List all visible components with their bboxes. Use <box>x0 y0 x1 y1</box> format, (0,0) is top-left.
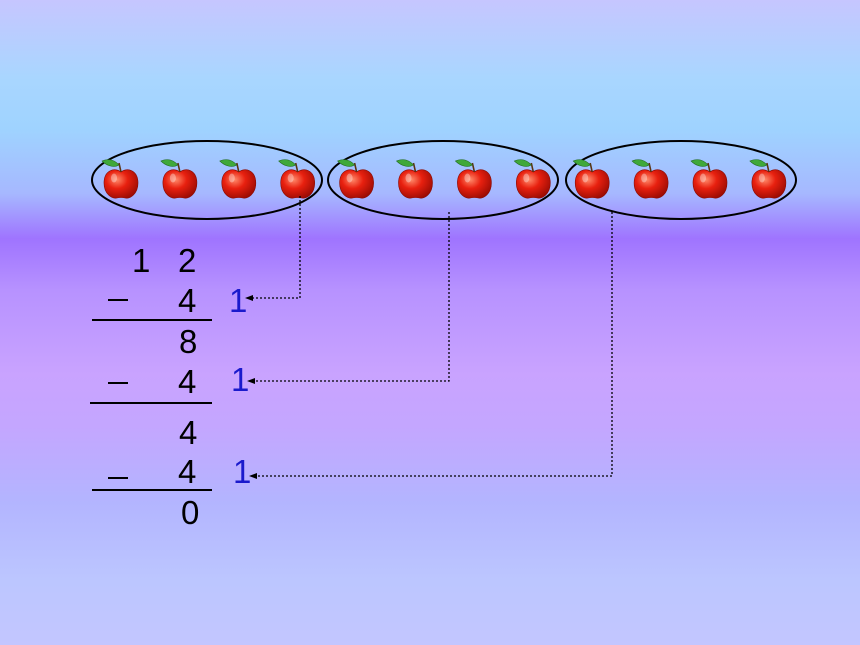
apple-icon <box>631 159 669 199</box>
step2-count: 1 <box>231 361 250 398</box>
apple-icon <box>454 159 492 199</box>
dividend-ones-digit: 2 <box>178 242 197 279</box>
connectors <box>252 196 613 477</box>
arrowhead <box>249 473 257 479</box>
apple-icon <box>513 159 551 199</box>
step1-rule <box>92 319 212 321</box>
apple-icon <box>749 159 787 199</box>
connector-line <box>256 212 613 477</box>
connector-line <box>254 212 450 382</box>
step1-subtrahend: 4 <box>178 282 197 319</box>
apple-icon <box>160 159 198 199</box>
step1-remainder: 8 <box>179 323 198 360</box>
apple-icon <box>395 159 433 199</box>
apple-icon <box>690 159 728 199</box>
apple-icon <box>278 159 316 199</box>
arrowhead <box>247 378 255 384</box>
apple-group-outline <box>91 140 323 220</box>
minus-sign-icon <box>108 382 128 384</box>
step3-rule <box>92 489 212 491</box>
minus-sign-icon <box>108 477 128 479</box>
step3-remainder: 0 <box>181 494 200 531</box>
connector-line <box>252 196 301 299</box>
apple-icon <box>101 159 139 199</box>
apple-group-outline <box>565 140 797 220</box>
apple-icon <box>572 159 610 199</box>
arrowhead <box>245 295 253 301</box>
apple-group-outline <box>327 140 559 220</box>
apple-icon <box>337 159 374 199</box>
apple-icon <box>219 159 257 199</box>
step3-count: 1 <box>233 453 252 490</box>
dividend-tens-digit: 1 <box>132 242 151 279</box>
connector-arrowheads <box>245 295 257 479</box>
step2-remainder: 4 <box>179 414 198 451</box>
step3-subtrahend: 4 <box>178 453 197 490</box>
step1-count: 1 <box>229 282 248 319</box>
minus-sign-icon <box>108 299 128 301</box>
step2-rule <box>90 402 212 404</box>
step2-subtrahend: 4 <box>178 363 197 400</box>
